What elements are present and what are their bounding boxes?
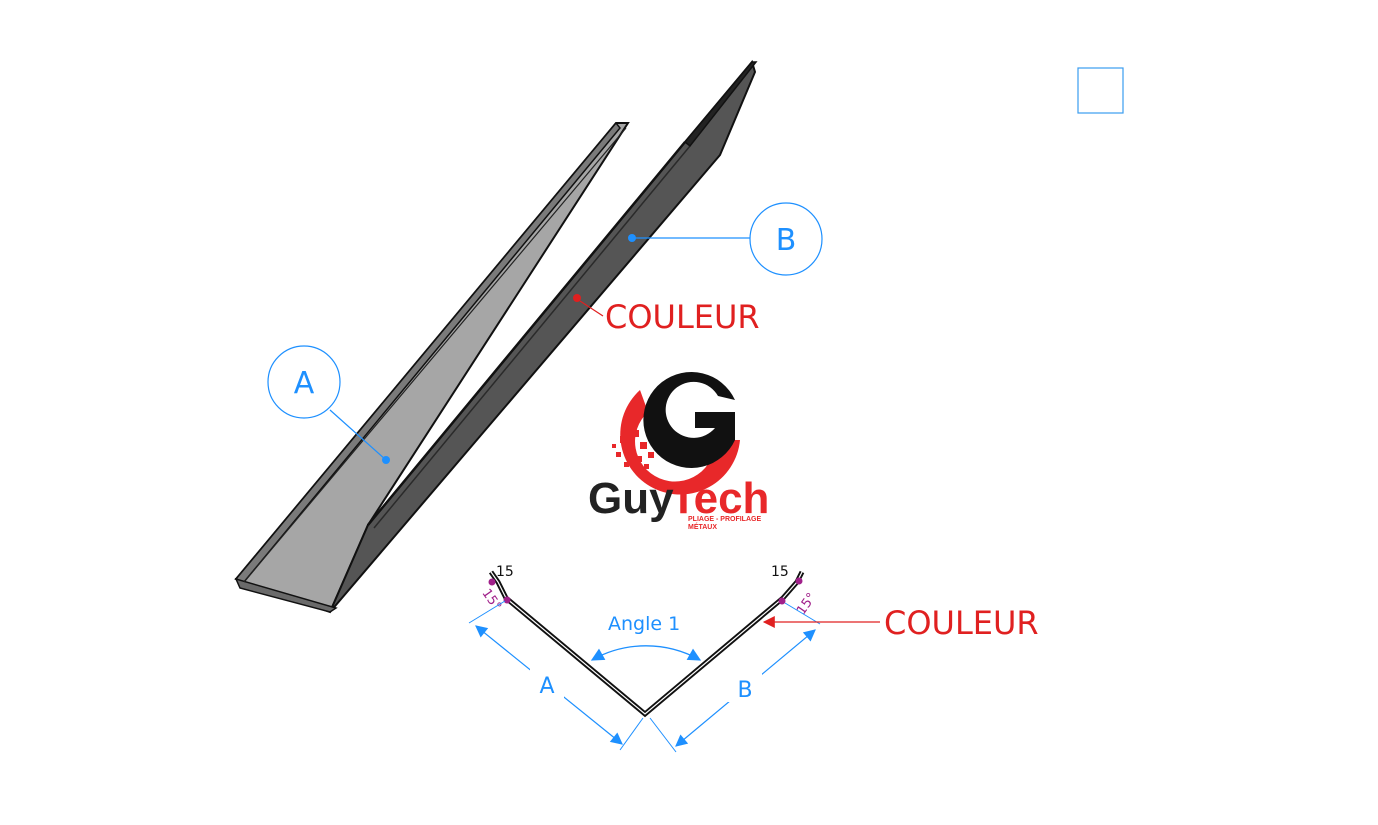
isometric-part — [234, 59, 758, 614]
logo-pixel-dots — [612, 430, 654, 469]
color-callout-iso-label: COULEUR — [605, 298, 760, 336]
right-hem-marker-bottom — [778, 597, 786, 605]
balloon-a — [267, 345, 341, 419]
left-hem-marker-top — [488, 578, 496, 586]
part-end-face — [234, 577, 338, 613]
part-hem-right — [683, 61, 758, 148]
section-view: 15 15 15° 15° Angle 1 A B COULEUR — [468, 564, 1039, 753]
color-callout-iso-anchor — [573, 294, 581, 302]
right-hem-length: 15 — [771, 564, 789, 580]
logo-name-guy: Guy — [588, 474, 674, 523]
corner-square-symbol — [1077, 67, 1124, 114]
left-hem-length: 15 — [496, 564, 514, 580]
angle-1-label: Angle 1 — [608, 613, 680, 635]
right-hem-angle: 15° — [794, 590, 820, 617]
right-hem-marker-top — [795, 577, 803, 585]
balloon-b-callout: B — [628, 202, 823, 276]
left-hem-marker-bottom — [503, 596, 511, 604]
dimension-a-label: A — [539, 674, 554, 699]
balloon-b-anchor — [628, 234, 636, 242]
angle-1-arc — [590, 645, 702, 661]
part-fold-line — [367, 141, 686, 526]
logo-g-mark — [643, 372, 735, 468]
balloon-b — [749, 202, 823, 276]
dimension-b-label: B — [737, 678, 752, 703]
logo-red-swoosh — [620, 390, 740, 495]
logo-tagline-2: MÉTAUX — [688, 522, 717, 531]
guytech-logo: Guy Tech PLIAGE - PROFILAGE MÉTAUX — [588, 372, 769, 531]
color-callout-section-label: COULEUR — [884, 604, 1039, 642]
balloon-b-label: B — [776, 223, 797, 258]
balloon-a-callout: A — [267, 345, 390, 464]
logo-tagline-1: PLIAGE - PROFILAGE — [688, 516, 761, 523]
logo-name-tech: Tech — [670, 474, 769, 523]
balloon-a-anchor — [382, 456, 390, 464]
color-callout-iso: COULEUR — [573, 294, 760, 336]
balloon-a-label: A — [294, 366, 315, 401]
